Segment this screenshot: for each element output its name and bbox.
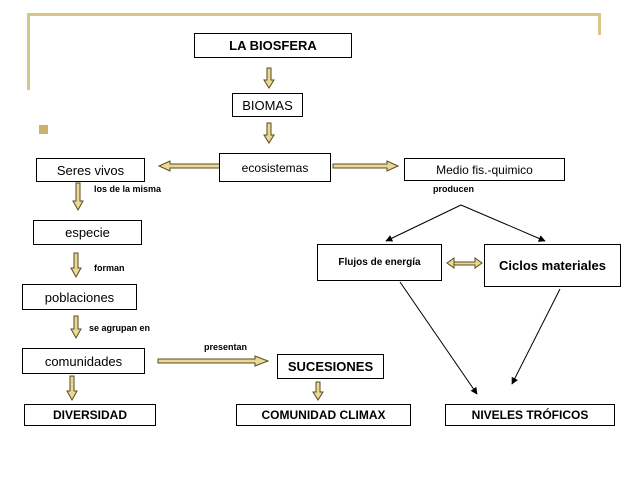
arrow-especie-to-poblaciones xyxy=(70,252,82,279)
node-biomas: BIOMAS xyxy=(232,93,303,117)
arrow-seres-to-especie xyxy=(72,182,84,212)
node-diversidad: DIVERSIDAD xyxy=(24,404,156,426)
arrow-producen-to-flujos xyxy=(385,204,462,242)
arrow-flujos-ciclos-double xyxy=(446,257,483,269)
arrow-sucesiones-to-climax xyxy=(312,381,324,401)
arrow-comunidades-to-sucesiones xyxy=(157,355,270,367)
frame-right-line xyxy=(598,13,601,35)
label-presentan: presentan xyxy=(204,342,248,352)
arrow-title-to-biomas xyxy=(263,67,275,89)
label-se-agrupan-en: se agrupan en xyxy=(89,323,151,333)
node-niveles-troficos: NIVELES TRÓFICOS xyxy=(445,404,615,426)
arrow-producen-to-ciclos xyxy=(460,204,546,242)
node-medio-fisico-quimico: Medio fis.-quimico xyxy=(404,158,565,181)
frame-top-line xyxy=(30,13,600,16)
arrow-ecosistemas-to-seres xyxy=(157,160,221,172)
node-poblaciones: poblaciones xyxy=(22,284,137,310)
title-box-la-biosfera: LA BIOSFERA xyxy=(194,33,352,58)
frame-left-line xyxy=(27,13,30,90)
label-los-de-la-misma: los de la misma xyxy=(94,184,162,194)
label-forman: forman xyxy=(94,263,125,273)
node-flujos-de-energia: Flujos de energía xyxy=(317,244,442,281)
arrow-ciclos-to-niveles xyxy=(511,288,561,385)
arrow-flujos-to-niveles xyxy=(399,281,478,395)
node-ecosistemas: ecosistemas xyxy=(219,153,331,182)
bullet-square-icon xyxy=(39,125,48,134)
arrow-ecosistemas-to-medio xyxy=(332,160,400,172)
arrow-biomas-to-ecosistemas xyxy=(263,122,275,144)
node-comunidad-climax: COMUNIDAD CLIMAX xyxy=(236,404,411,426)
node-sucesiones: SUCESIONES xyxy=(277,354,384,379)
node-especie: especie xyxy=(33,220,142,245)
node-ciclos-materiales: Ciclos materiales xyxy=(484,244,621,287)
label-producen: producen xyxy=(433,184,475,194)
arrow-comunidades-to-diversidad xyxy=(66,375,78,402)
arrow-poblaciones-to-comunidades xyxy=(70,315,82,340)
node-seres-vivos: Seres vivos xyxy=(36,158,145,182)
node-comunidades: comunidades xyxy=(22,348,145,374)
